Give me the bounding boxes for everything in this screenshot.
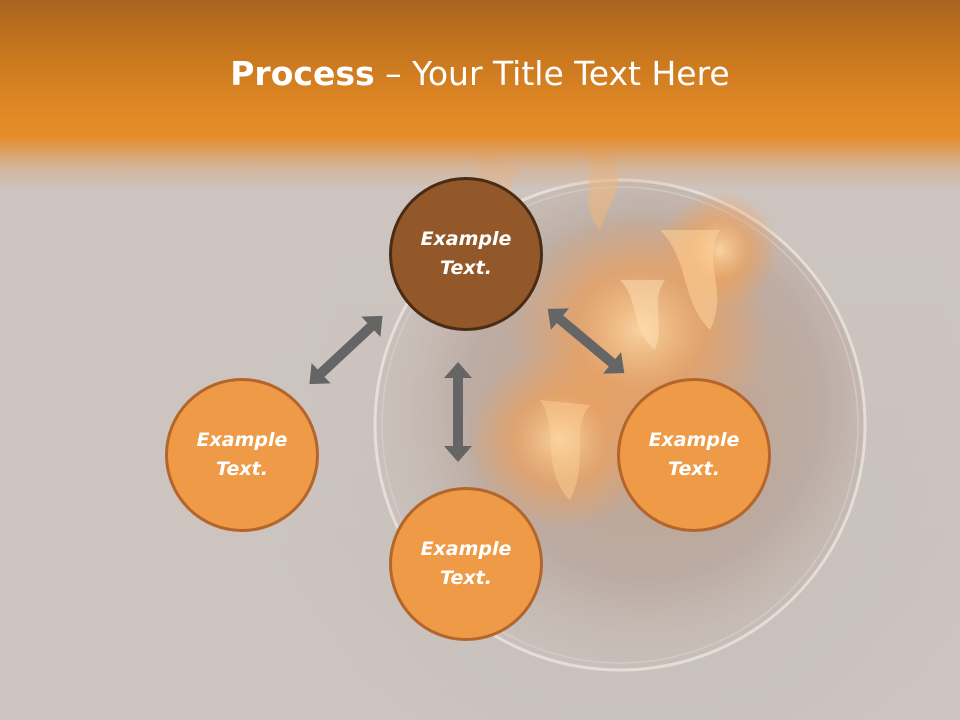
node-bottom-line2: Text.	[421, 564, 512, 593]
node-right-line1: Example	[649, 426, 740, 455]
node-top-line2: Text.	[421, 254, 512, 283]
double-arrow-vertical-icon	[444, 362, 472, 462]
process-node-right: Example Text.	[617, 378, 771, 532]
process-node-left: Example Text.	[165, 378, 319, 532]
node-bottom-line1: Example	[421, 535, 512, 564]
double-arrow-top-left-icon	[300, 306, 392, 395]
double-arrow-top-right-icon	[539, 298, 634, 384]
node-left-line2: Text.	[197, 455, 288, 484]
node-left-line1: Example	[197, 426, 288, 455]
node-top-line1: Example	[421, 225, 512, 254]
process-node-top: Example Text.	[389, 177, 543, 331]
node-right-line2: Text.	[649, 455, 740, 484]
process-node-bottom: Example Text.	[389, 487, 543, 641]
